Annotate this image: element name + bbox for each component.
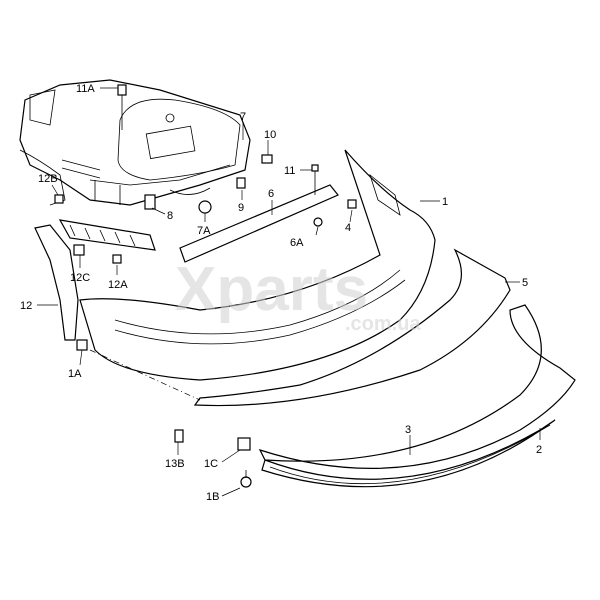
label-13B: 13B — [165, 458, 185, 470]
label-12B: 12B — [38, 173, 58, 185]
part-1-bumper-cover — [79, 149, 436, 381]
label-1C: 1C — [204, 458, 218, 470]
label-4: 4 — [345, 222, 351, 234]
label-12: 12 — [20, 300, 32, 312]
label-1: 1 — [442, 196, 448, 208]
fasteners — [54, 84, 357, 488]
label-7: 7 — [240, 111, 246, 123]
leader-lines — [37, 87, 541, 497]
part-6-impact-bar — [179, 184, 339, 263]
label-10: 10 — [264, 129, 276, 141]
part-12-side-guide — [34, 224, 79, 341]
label-5: 5 — [522, 277, 528, 289]
part-2-lower-trim — [258, 304, 576, 470]
watermark-brand: Xparts — [175, 255, 368, 324]
part-12C-clip — [73, 244, 85, 256]
label-7A: 7A — [197, 225, 211, 237]
car-rear-body — [19, 79, 251, 206]
part-12C-bracket-strip — [58, 219, 156, 251]
label-1B: 1B — [206, 491, 219, 503]
label-6: 6 — [268, 188, 274, 200]
watermark-domain: .com.ua — [345, 313, 421, 335]
label-9: 9 — [238, 202, 244, 214]
label-11: 11 — [284, 165, 295, 177]
label-11A: 11A — [76, 83, 95, 95]
label-12A: 12A — [108, 279, 128, 291]
label-8: 8 — [167, 210, 173, 222]
label-12C: 12C — [70, 272, 90, 284]
label-3: 3 — [405, 424, 411, 436]
label-1A: 1A — [68, 368, 82, 380]
part-5-lower-spoiler — [193, 248, 511, 407]
label-6A: 6A — [290, 237, 304, 249]
label-2: 2 — [536, 444, 542, 456]
